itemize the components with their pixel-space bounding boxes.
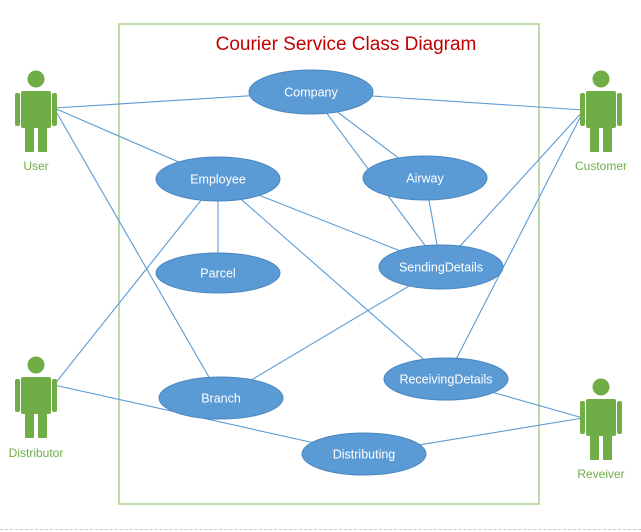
usecase-parcel: Parcel [155,252,281,294]
usecase-ellipse [301,432,427,476]
usecase-ellipse [158,376,284,420]
diagram-title: Courier Service Class Diagram [216,34,477,55]
usecase-ellipse [155,156,281,202]
usecase-sending: SendingDetails [378,244,504,290]
usecase-label: ReceivingDetails [399,373,492,387]
actor-label: User [23,159,48,173]
actor-label: Distributor [9,446,64,460]
usecase-ellipse [248,69,374,115]
usecase-label: Branch [201,392,241,406]
usecase-label: Employee [190,173,246,187]
usecase-airway: Airway [362,155,488,201]
usecase-label: SendingDetails [399,261,483,275]
connection-receiving-customer [445,109,585,380]
usecase-ellipse [362,155,488,201]
actor-user: User [15,70,57,173]
connection-user-branch [53,107,222,399]
usecase-company: Company [248,69,374,115]
person-icon [15,356,57,438]
connection-employee-receiving [217,178,447,380]
actor-receiver: Reveiver [577,378,625,481]
person-icon [15,70,57,152]
actor-customer: Customer [575,70,627,173]
connection-employee-distributor [53,178,219,386]
actor-distributor: Distributor [9,356,64,460]
system-boundary [118,23,540,505]
page-divider [0,529,641,530]
usecase-ellipse [383,357,509,401]
usecase-label: Airway [406,172,444,186]
usecase-receiving: ReceivingDetails [383,357,509,401]
usecase-label: Company [284,86,338,100]
usecase-ellipse [155,252,281,294]
connection-lines [53,91,585,455]
person-icon [580,70,622,152]
usecase-branch: Branch [158,376,284,420]
connection-sending-branch [220,266,442,399]
usecase-label: Distributing [333,448,396,462]
person-icon [580,378,622,460]
connection-sending-customer [440,109,585,268]
actor-label: Reveiver [577,467,624,481]
usecase-ellipse [378,244,504,290]
usecase-distributing: Distributing [301,432,427,476]
actor-label: Customer [575,159,627,173]
usecase-label: Parcel [200,267,235,281]
usecase-employee: Employee [155,156,281,202]
